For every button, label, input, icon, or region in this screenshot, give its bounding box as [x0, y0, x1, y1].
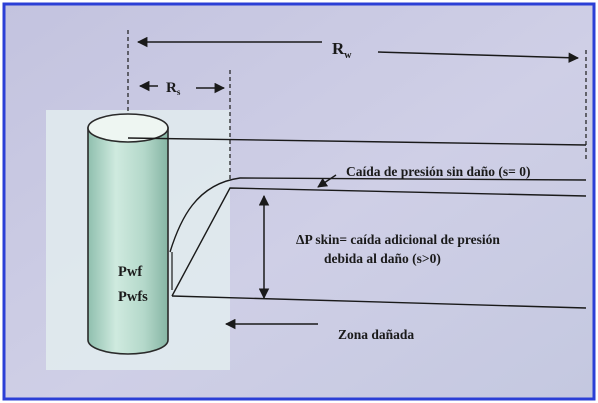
rs-label: Rs [166, 80, 181, 97]
skin-label-line2: debida al daño (s>0) [324, 251, 441, 266]
re-arrow-right [377, 51, 580, 63]
damaged-zone-label: Zona dañada [338, 327, 414, 342]
undamaged-drop-label: Caída de presión sin daño (s= 0) [346, 164, 531, 179]
re-label: Rw [332, 39, 352, 61]
pwf-label: Pwf [118, 264, 142, 280]
pwfs-baseline [171, 295, 587, 309]
pwfs-label: Pwfs [118, 289, 148, 305]
pressure-profile-damaged [171, 187, 587, 297]
skin-label-line1: ΔP skin= caída adicional de presión [296, 232, 500, 247]
wellbore-cylinder [87, 113, 169, 355]
pressure-profile-undamaged [169, 177, 587, 253]
undamaged-pointer-arrow [317, 174, 337, 188]
reference-line-top [127, 137, 587, 146]
